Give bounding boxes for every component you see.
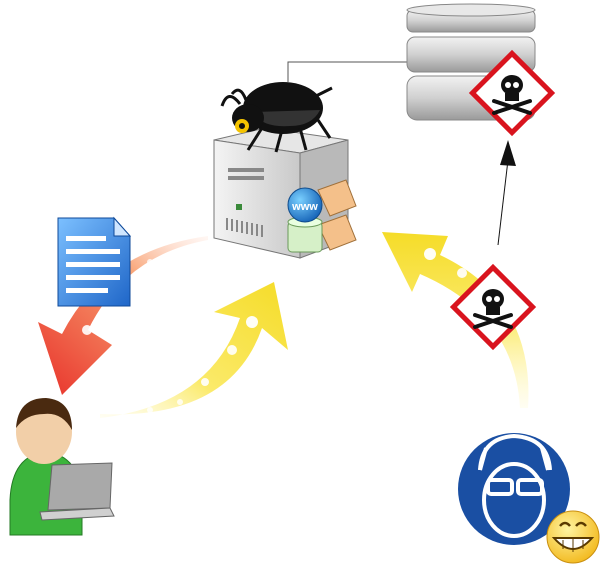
globe-icon bbox=[287, 187, 323, 223]
yellow-request-arrow bbox=[100, 282, 288, 418]
toxic-skull-icon bbox=[468, 49, 556, 137]
hacker-goggles-icon bbox=[458, 433, 570, 545]
server-database-connector bbox=[287, 61, 410, 82]
toxic-skull-icon bbox=[449, 263, 537, 351]
yellow-attack-arrow bbox=[382, 232, 529, 408]
web-server-icon: www bbox=[213, 127, 357, 259]
exfiltration-arrow bbox=[497, 140, 516, 246]
user-with-laptop-icon bbox=[9, 398, 115, 536]
grinning-face-icon bbox=[546, 510, 600, 564]
document-icon bbox=[57, 216, 132, 307]
bug-icon bbox=[220, 82, 333, 153]
www-label: www bbox=[291, 201, 318, 213]
